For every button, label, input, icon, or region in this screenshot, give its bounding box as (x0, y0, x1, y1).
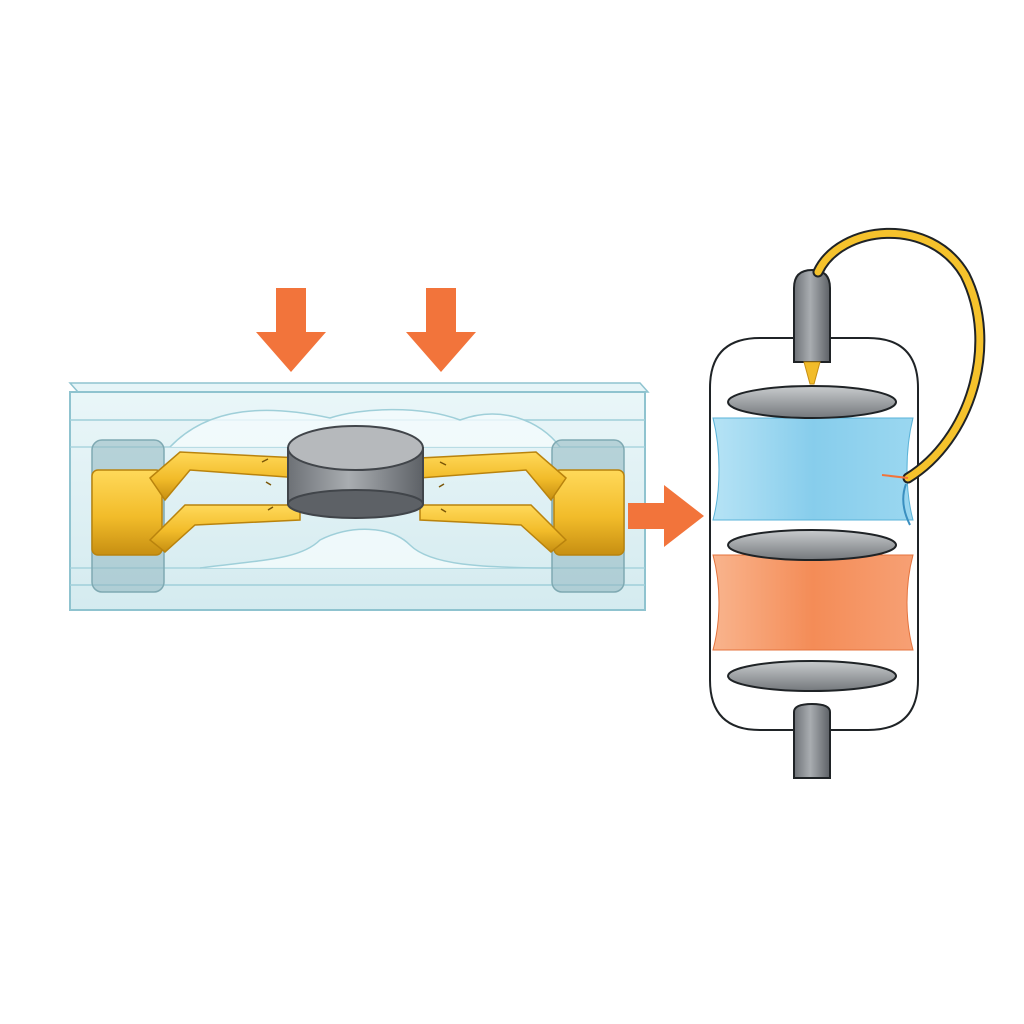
orange-chamber (712, 554, 914, 651)
top-electrode-rod (793, 268, 831, 385)
column-cell (709, 227, 986, 779)
gold-electrode-frame (91, 451, 625, 556)
blue-chamber (712, 417, 914, 521)
vessel-outline (709, 337, 919, 731)
encapsulated-device (68, 382, 650, 611)
middle-plate (727, 529, 897, 561)
bottom-electrode-rod (793, 702, 831, 779)
down-arrow-icon-right (406, 288, 476, 372)
down-arrow-icon-left (256, 288, 326, 372)
top-plate (727, 385, 897, 419)
right-arrow-icon (628, 485, 704, 547)
yellow-lead-wire (812, 227, 986, 526)
metal-disc (287, 425, 424, 519)
bottom-plate (727, 660, 897, 692)
